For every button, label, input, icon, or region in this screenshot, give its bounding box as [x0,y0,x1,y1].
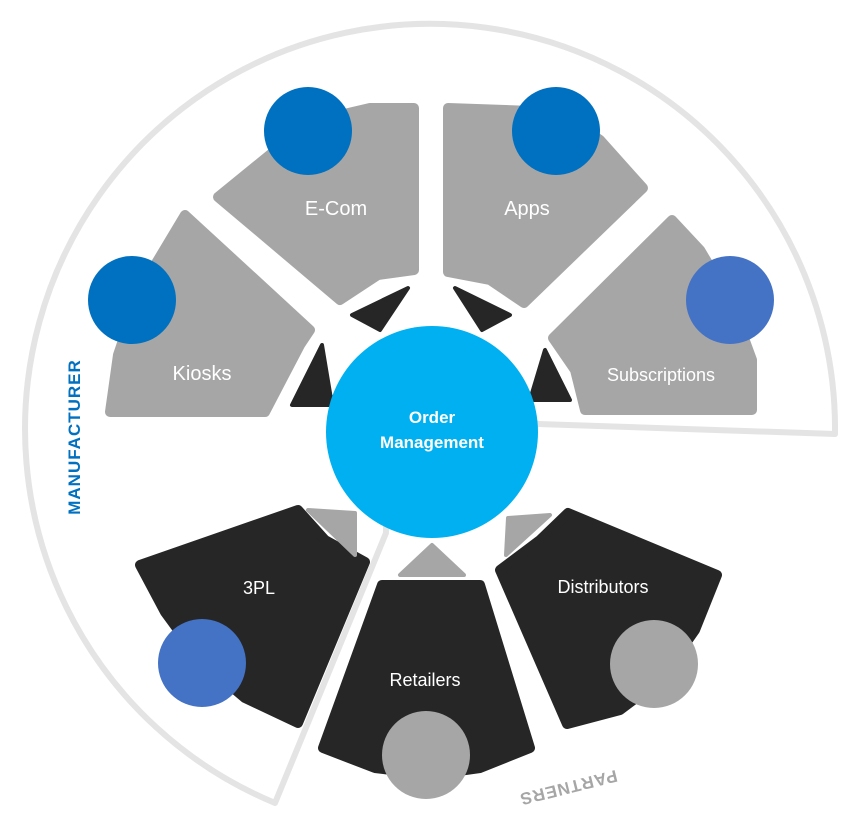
arrow-subscriptions [528,348,572,402]
label-ecom: E-Com [305,198,367,220]
dot-kiosks [88,256,176,344]
center-circle[interactable] [326,326,538,538]
arrow-distributors [504,513,552,557]
dot-distributors [610,620,698,708]
center-label-line1: Order [409,408,456,427]
dot-subscriptions [686,256,774,344]
arrow-ecom [350,286,410,332]
arrow-3pl [306,508,357,557]
dot-apps [512,87,600,175]
partners-label: PARTNERS [517,766,619,809]
label-retailers: Retailers [389,670,460,690]
label-apps: Apps [504,198,550,220]
center-label-line2: Management [380,433,484,452]
label-distributors: Distributors [557,577,648,597]
label-3pl: 3PL [243,578,275,598]
dot-3pl [158,619,246,707]
dot-retailers [382,711,470,799]
arrow-apps [453,286,512,332]
dot-ecom [264,87,352,175]
arrow-retailers [398,543,466,577]
arrow-kiosks [290,343,334,407]
label-subscriptions: Subscriptions [607,365,715,385]
label-kiosks: Kiosks [173,363,232,385]
manufacturer-label: MANUFACTURER [65,359,84,515]
